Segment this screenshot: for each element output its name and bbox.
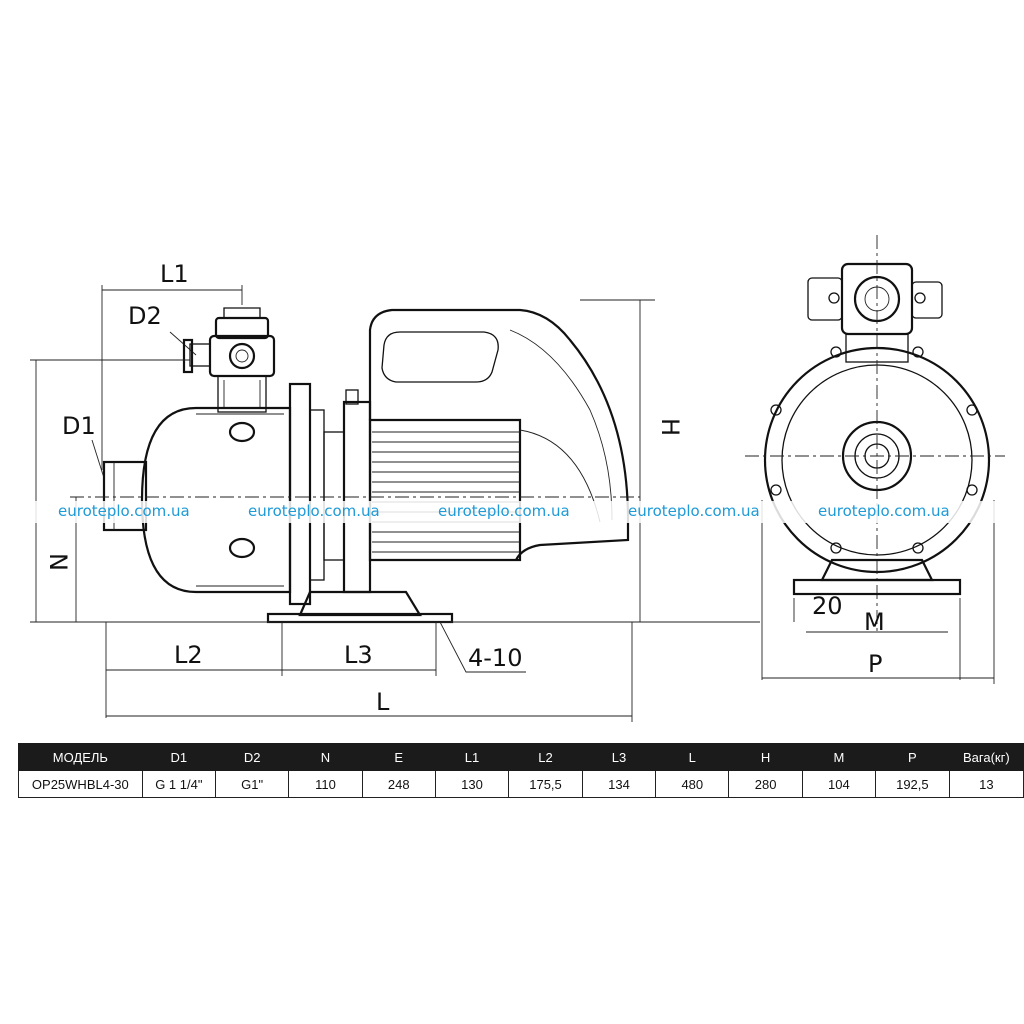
- table-cell: G1": [214, 770, 290, 798]
- dim-bolt-label: 4-10: [468, 644, 522, 672]
- table-header-cell: N: [288, 743, 363, 771]
- table-header-cell: L1: [434, 743, 510, 771]
- table-cell: 130: [434, 770, 510, 798]
- dim-l2-label: L2: [174, 641, 203, 669]
- table-cell: G 1 1/4": [141, 770, 217, 798]
- table-cell: 248: [361, 770, 436, 798]
- dim-l3-label: L3: [344, 641, 373, 669]
- table-header-cell: E: [361, 743, 436, 771]
- table-header-cell: M: [801, 743, 877, 771]
- table-cell: 104: [801, 770, 877, 798]
- table-cell: 175,5: [508, 770, 583, 798]
- table-cell: OP25WHBL4-30: [18, 770, 143, 798]
- table-cell: 280: [728, 770, 803, 798]
- dim-base-label: 20: [812, 592, 843, 620]
- table-header-cell: L2: [508, 743, 583, 771]
- watermark-text: euroteplo.com.ua: [628, 502, 760, 520]
- watermark-text: euroteplo.com.ua: [248, 502, 380, 520]
- table-header-cell: МОДЕЛЬ: [18, 743, 143, 771]
- watermark-text: euroteplo.com.ua: [438, 502, 570, 520]
- table-cell: 480: [655, 770, 730, 798]
- dim-d1-label: D1: [62, 412, 96, 440]
- dim-l1-label: L1: [160, 260, 189, 288]
- table-header-cell: D2: [214, 743, 290, 771]
- table-header-cell: P: [875, 743, 950, 771]
- table-header-cell: L: [655, 743, 730, 771]
- table-cell: 13: [948, 770, 1024, 798]
- table-header-cell: H: [728, 743, 803, 771]
- dim-p-label: P: [868, 650, 882, 678]
- watermarks: euroteplo.com.ua euroteplo.com.ua eurote…: [0, 501, 1024, 523]
- dim-d2-label: D2: [128, 302, 162, 330]
- pump-front-view: 20 M P: [745, 235, 1005, 684]
- motor-fins: [372, 431, 520, 553]
- table-header-cell: L3: [581, 743, 657, 771]
- dim-m-label: M: [864, 608, 885, 636]
- watermark-text: euroteplo.com.ua: [818, 502, 950, 520]
- table-cell: 134: [581, 770, 657, 798]
- watermark-text: euroteplo.com.ua: [58, 502, 190, 520]
- table-cell: 110: [288, 770, 363, 798]
- table-header-cell: D1: [141, 743, 217, 771]
- pump-side-view: L1 D2 D1: [30, 260, 760, 722]
- table-cell: 192,5: [875, 770, 950, 798]
- dim-l-label: L: [376, 688, 390, 716]
- pump-technical-drawing: L1 D2 D1: [0, 235, 1024, 722]
- table-header-cell: Вага(кг): [948, 743, 1024, 771]
- dim-h-label: H: [656, 418, 684, 436]
- dim-n-label: N: [44, 553, 72, 571]
